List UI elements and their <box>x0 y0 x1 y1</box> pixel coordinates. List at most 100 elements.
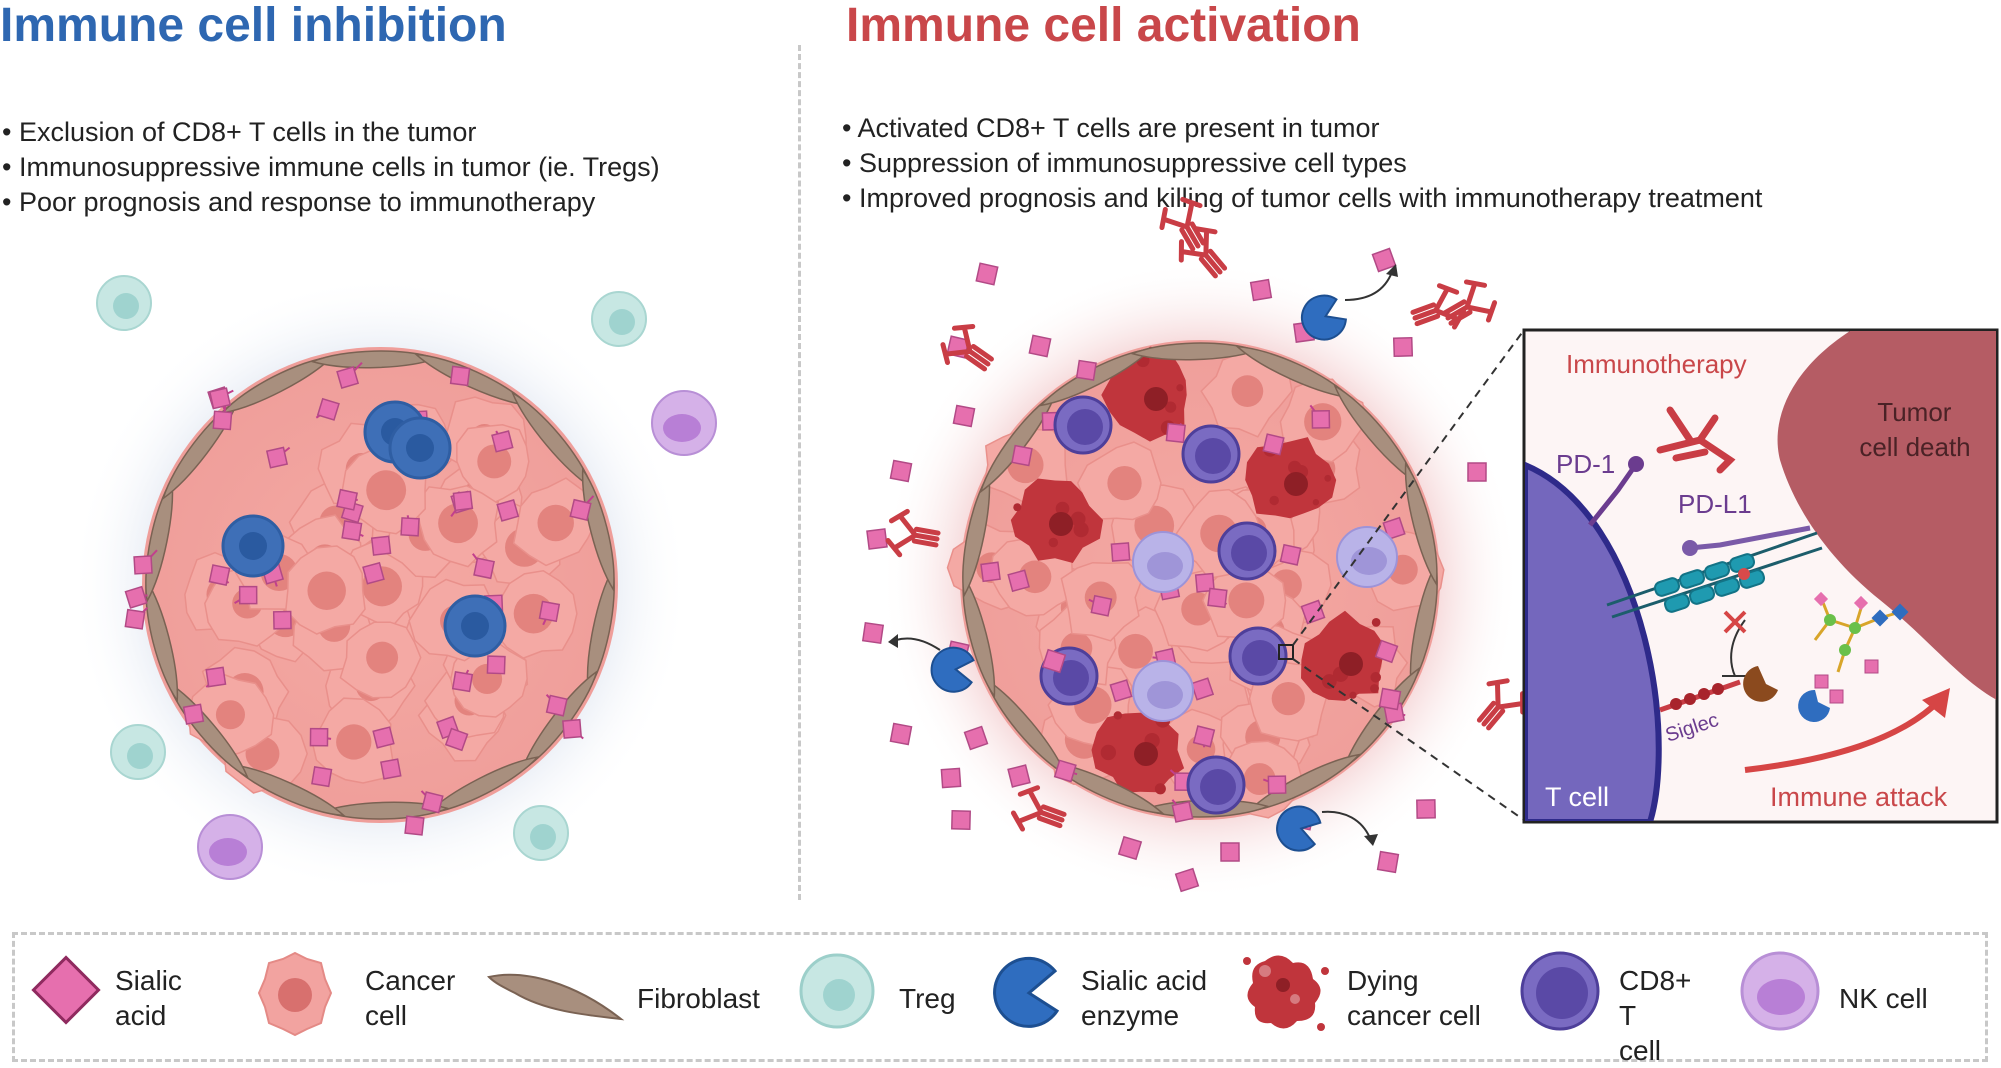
sialic-acid <box>125 610 144 629</box>
sialic-acid <box>1394 338 1413 357</box>
sialic-acid <box>1172 802 1192 822</box>
legend: Sialic acid Cancer cell Fibroblast Treg … <box>12 932 1988 1062</box>
zoom-inset: Immunotherapy PD-1 PD-L1 Siglec T cell I… <box>1524 330 1997 822</box>
sialic-acid <box>381 759 401 779</box>
legend-item-fibroblast: Fibroblast <box>485 935 795 1059</box>
sialic-acid <box>267 447 287 467</box>
sialic-acid <box>941 768 960 787</box>
sialic-acid <box>1263 434 1283 454</box>
sialic-acid <box>863 623 883 643</box>
sialic-acid <box>1468 463 1486 481</box>
sialic-acid <box>422 792 443 813</box>
sialic-acid <box>953 405 974 426</box>
sialic-acid <box>890 460 911 481</box>
sialic-acid <box>240 587 257 604</box>
sialic-acid <box>342 521 361 540</box>
sialic-acid <box>540 601 560 621</box>
sialic-acid <box>1378 852 1399 873</box>
sialic-acid <box>405 816 424 835</box>
sialic-acid <box>867 529 887 549</box>
sialic-acid <box>487 656 505 674</box>
sialic-acid <box>1268 776 1285 793</box>
sialic-acid <box>274 611 291 628</box>
sialic-acid <box>1251 280 1272 301</box>
dying-cancer-cell-icon <box>1235 941 1335 1041</box>
sialic-acid <box>952 811 970 829</box>
sialic-acid <box>1166 424 1185 443</box>
sialic-acid <box>210 388 230 408</box>
sialic-acid <box>206 667 225 686</box>
sialic-acid <box>474 558 494 578</box>
treg-cell <box>97 276 151 330</box>
activation-tumor <box>863 193 1532 900</box>
sialic-acid <box>563 720 581 738</box>
sialic-acid <box>1055 760 1076 781</box>
legend-label: Sialic acid enzyme <box>1081 963 1207 1033</box>
sialic-acid <box>134 556 152 574</box>
treg-icon <box>795 941 879 1041</box>
sialic-acid <box>453 491 472 510</box>
treg-cell <box>592 292 646 346</box>
sialic-acid <box>1221 843 1239 861</box>
sialic-acid <box>1380 689 1401 710</box>
fibroblast-icon <box>485 941 625 1041</box>
sialic-acid <box>372 536 391 555</box>
label-pd1: PD-1 <box>1556 449 1615 479</box>
sialic-acid <box>213 411 231 429</box>
treg-cell <box>111 725 165 779</box>
sialic-acid <box>1091 596 1111 616</box>
sialic-acid <box>1008 570 1029 591</box>
sialic-acid <box>1029 335 1050 356</box>
sialic-acid <box>453 672 473 692</box>
sialic-acid <box>337 367 358 388</box>
sialic-acid <box>1281 545 1301 565</box>
sialic-acid <box>1111 543 1129 561</box>
nk-cell-icon <box>1735 941 1825 1041</box>
sialic-acid <box>1312 411 1329 428</box>
legend-item-dying-cancer-cell: Dying cancer cell <box>1235 935 1485 1059</box>
cancer-cell-icon <box>255 945 335 1045</box>
legend-item-nk-cell: NK cell <box>1735 935 1975 1059</box>
label-pdl1: PD-L1 <box>1678 489 1752 519</box>
nk-cell <box>198 815 262 879</box>
legend-item-cd8-t-cell: CD8+ T cell <box>1515 935 1715 1059</box>
sialic-acid <box>184 704 204 724</box>
label-t-cell: T cell <box>1545 782 1609 812</box>
antibody <box>1437 275 1501 337</box>
sialic-acid <box>1194 726 1215 747</box>
sialic-acid <box>1208 588 1227 607</box>
sialic-acid <box>373 727 394 748</box>
legend-label: Cancer cell <box>365 963 455 1033</box>
sialic-acid <box>1417 800 1435 818</box>
legend-label: Sialic acid <box>115 963 182 1033</box>
sialic-acid-enzyme-icon <box>985 941 1069 1041</box>
sialic-acid <box>337 490 357 510</box>
sialic-acid <box>1077 361 1096 380</box>
treg-cell <box>514 806 568 860</box>
sialic-acid <box>570 500 590 520</box>
sialic-acid-icon <box>29 953 109 1043</box>
legend-label: Dying cancer cell <box>1347 963 1481 1033</box>
sialic-acid <box>209 565 229 585</box>
sialic-acid <box>492 431 513 452</box>
legend-label: Treg <box>899 981 956 1016</box>
sialic-acid <box>310 729 327 746</box>
label-immunotherapy: Immunotherapy <box>1566 349 1747 379</box>
legend-item-cancer-cell: Cancer cell <box>255 935 455 1059</box>
legend-item-treg: Treg <box>795 935 945 1059</box>
inhibition-tumor <box>70 275 716 895</box>
sialic-acid <box>363 563 384 584</box>
sialic-acid <box>547 695 567 715</box>
sialic-acid <box>451 366 470 385</box>
sialic-acid <box>1008 765 1030 787</box>
sialic-acid <box>1012 446 1032 466</box>
sialic-acid <box>981 562 1000 581</box>
sialic-acid <box>976 263 997 284</box>
nk-cell <box>652 391 716 455</box>
label-immune-attack: Immune attack <box>1770 782 1948 812</box>
sialic-acid <box>497 500 518 521</box>
legend-label: Fibroblast <box>637 981 760 1016</box>
sialic-acid <box>401 518 419 536</box>
legend-item-sialic-acid: Sialic acid <box>25 935 205 1059</box>
legend-label: NK cell <box>1839 981 1928 1016</box>
